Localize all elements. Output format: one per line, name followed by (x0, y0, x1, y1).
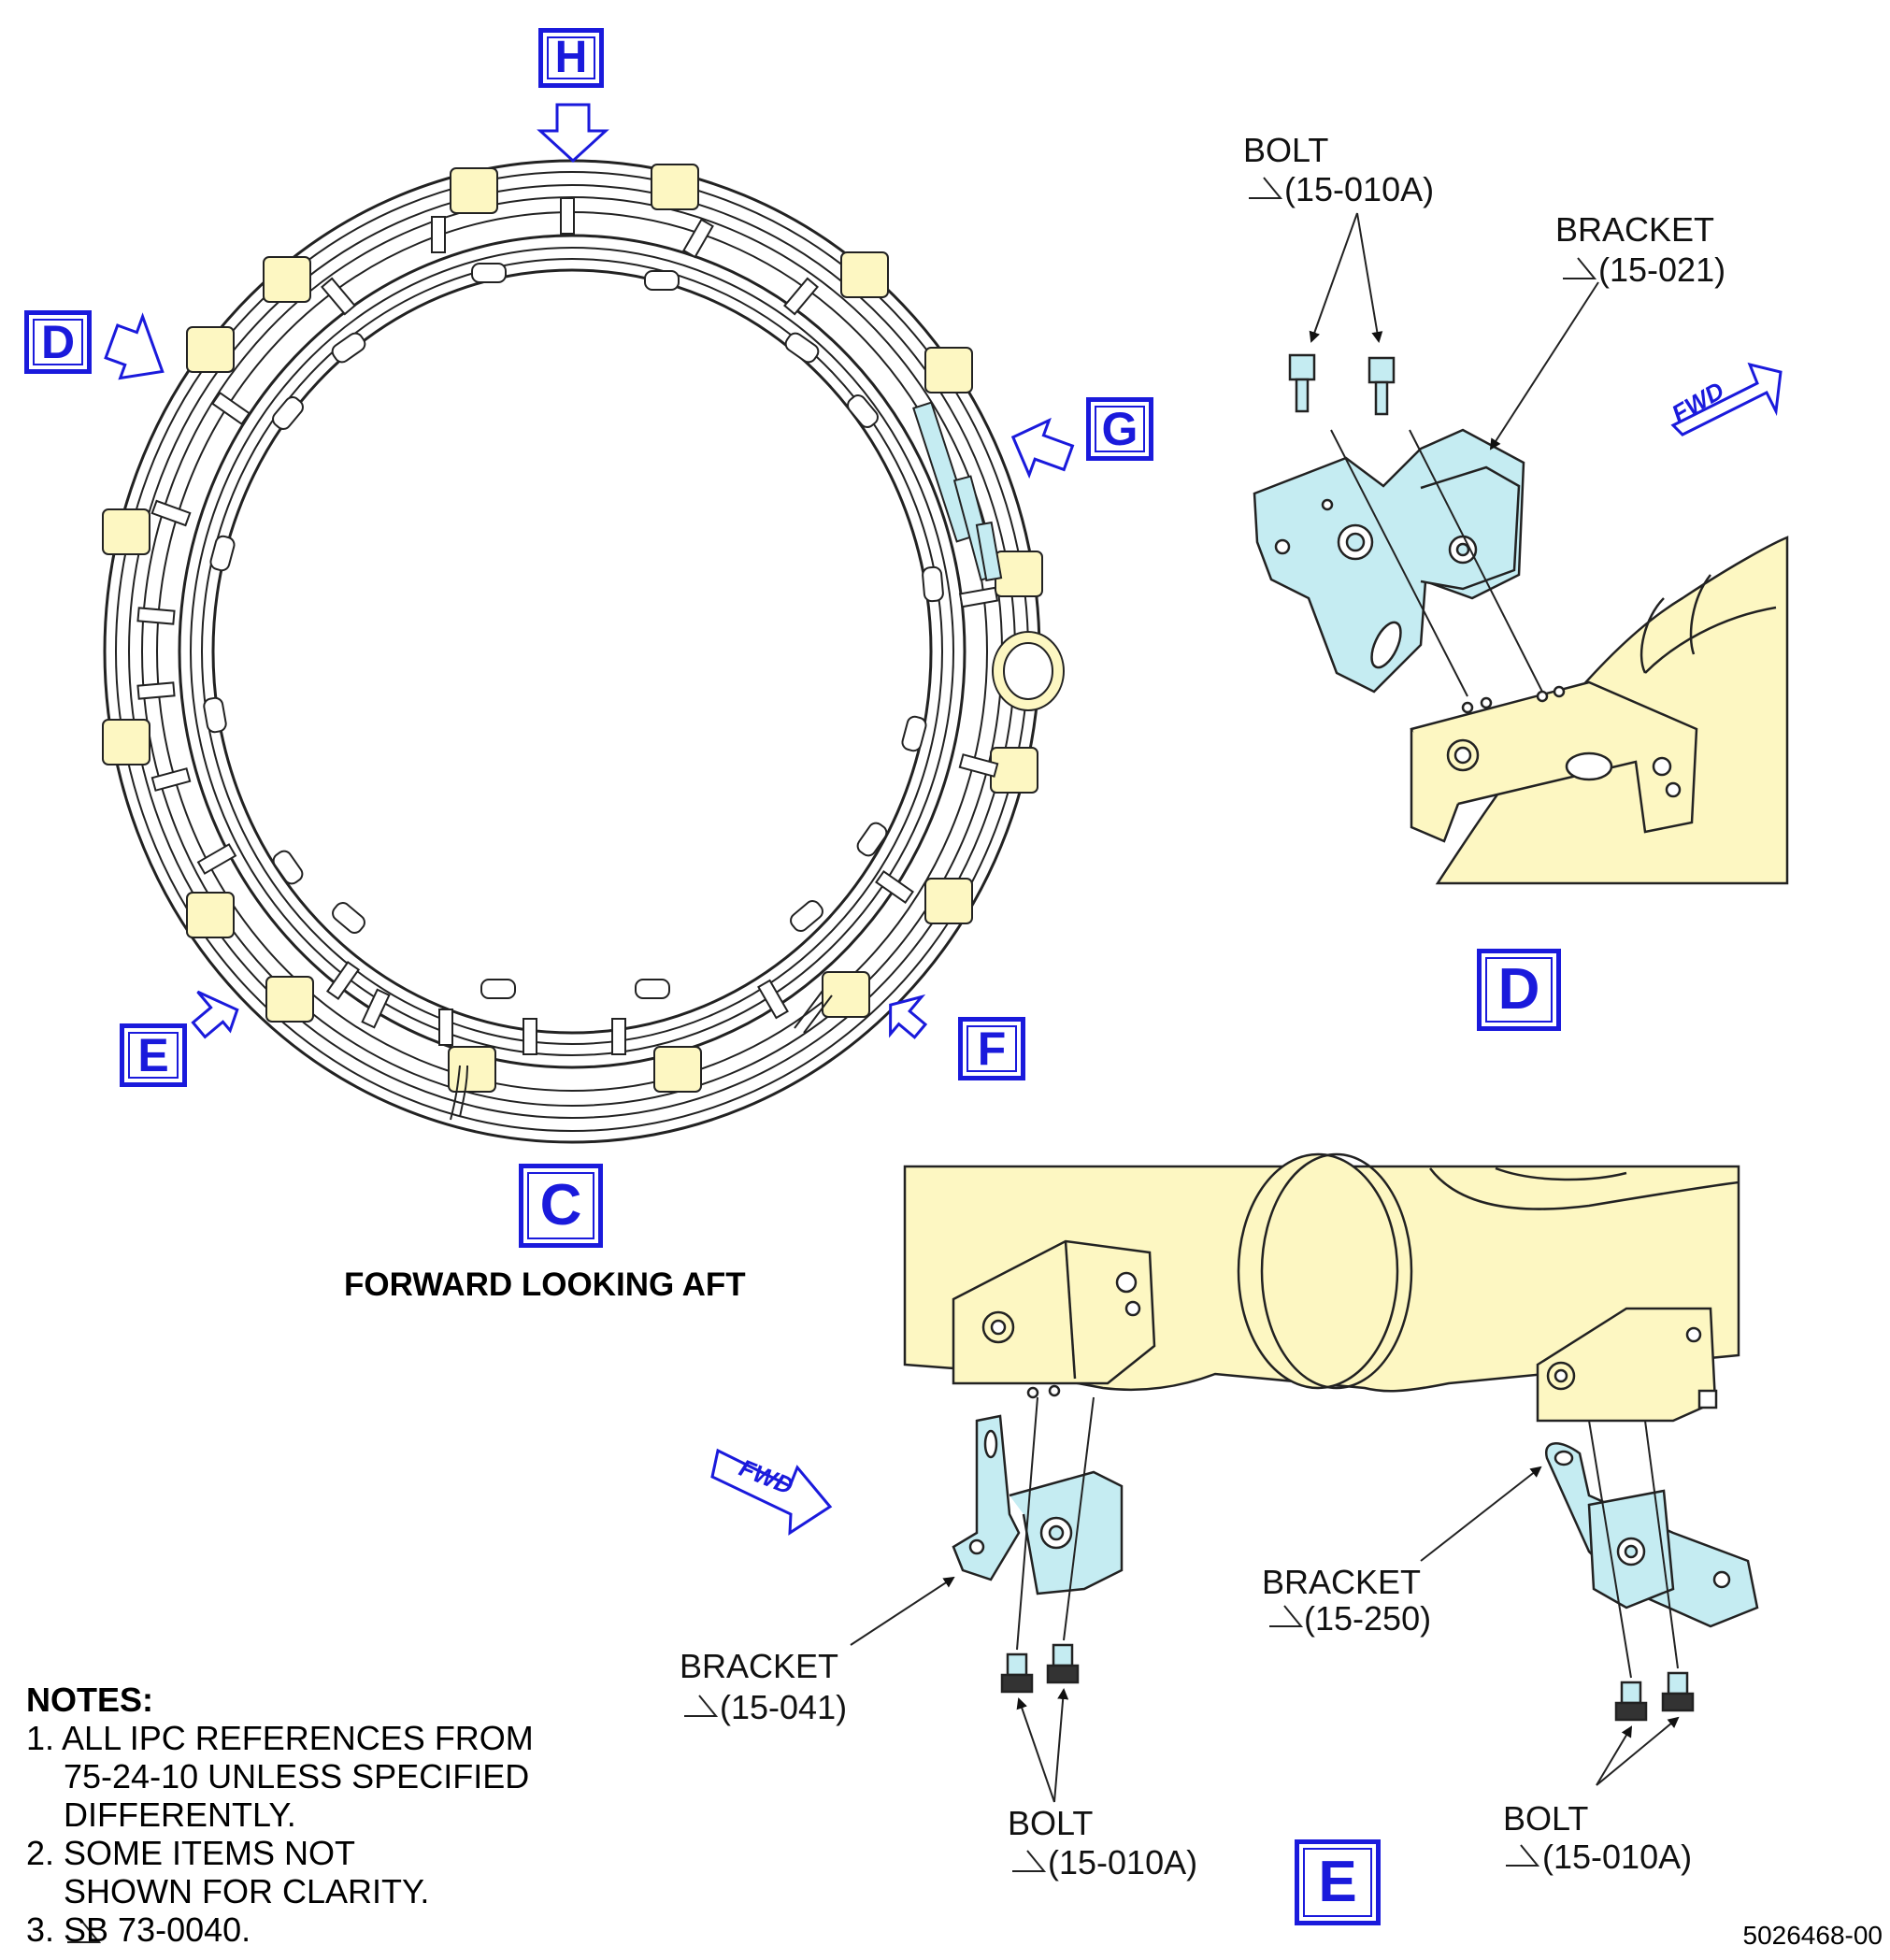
callout-e-bracket-left-name: BRACKET (680, 1647, 839, 1685)
callout-d-bolt-ref: (15-010A) (1284, 170, 1435, 208)
callout-d-bracket-name: BRACKET (1555, 210, 1715, 249)
note-2-line-1: 2. SOME ITEMS NOT (26, 1834, 356, 1872)
callout-e-bracket-left-ref: (15-041) (720, 1688, 848, 1726)
callout-e-bolt-left-name: BOLT (1008, 1804, 1094, 1842)
notes-title: NOTES: (26, 1681, 154, 1719)
view-e-artwork (903, 1152, 1759, 1722)
notes-block: NOTES: 1. ALL IPC REFERENCES FROM 75-24-… (26, 1681, 534, 1949)
view-d-artwork (1253, 353, 1789, 885)
view-c-caption: FORWARD LOOKING AFT (344, 1266, 746, 1303)
view-label-g: G (1086, 397, 1153, 461)
ring-inner-loops (203, 263, 944, 999)
sb-triangle-marks (67, 177, 1597, 1943)
view-d-leaders (1309, 212, 1599, 451)
callout-e-bracket-right-name: BRACKET (1262, 1563, 1422, 1601)
note-1-line-3: DIFFERENTLY. (64, 1795, 296, 1834)
fwd-arrow-e (710, 1448, 833, 1536)
note-3-text: 3. SB 73-0040. (26, 1910, 251, 1949)
callout-d-bracket-ref: (15-021) (1598, 250, 1726, 289)
view-label-d-detail: D (1477, 949, 1561, 1031)
note-2-line-2: SHOWN FOR CLARITY. (64, 1872, 430, 1910)
view-label-h: H (538, 28, 604, 88)
note-1-line-1: 1. ALL IPC REFERENCES FROM (26, 1719, 534, 1757)
arrow-h (537, 103, 609, 164)
arrow-d (104, 312, 165, 380)
view-e-leaders (850, 1466, 1680, 1803)
fwd-arrow-d (1670, 362, 1783, 436)
view-label-c: C (519, 1164, 603, 1248)
arrow-f (889, 994, 928, 1039)
view-arrows (104, 103, 1075, 1039)
ring-round-component (992, 631, 1065, 711)
callout-e-bracket-right-ref: (15-250) (1304, 1599, 1432, 1638)
ring-harness-g (912, 401, 1003, 582)
callout-e-bolt-left-ref: (15-010A) (1048, 1843, 1198, 1881)
view-e-centerlines (1016, 1396, 1679, 1679)
callout-d-bolt-name: BOLT (1243, 131, 1329, 169)
callout-e-bolt-right-name: BOLT (1503, 1799, 1589, 1838)
arrow-g (1010, 417, 1075, 479)
view-label-d-arrow: D (24, 310, 92, 374)
callout-e-bolt-right-ref: (15-010A) (1542, 1838, 1693, 1876)
ring-fastener-blocks (136, 197, 999, 1055)
note-3-line: 3. SB 73-0040. (26, 1910, 534, 1949)
document-number: 5026468-00 (1742, 1921, 1883, 1950)
view-label-e-detail: E (1295, 1839, 1381, 1925)
view-d-centerlines (1330, 429, 1543, 697)
arrow-e (191, 990, 239, 1039)
note-1-line-2: 75-24-10 UNLESS SPECIFIED (64, 1757, 530, 1795)
ring-bottom-leads (450, 990, 833, 1121)
view-label-f: F (958, 1017, 1025, 1080)
view-label-e-arrow: E (120, 1023, 187, 1087)
engine-ring-view-c (103, 159, 1041, 1144)
